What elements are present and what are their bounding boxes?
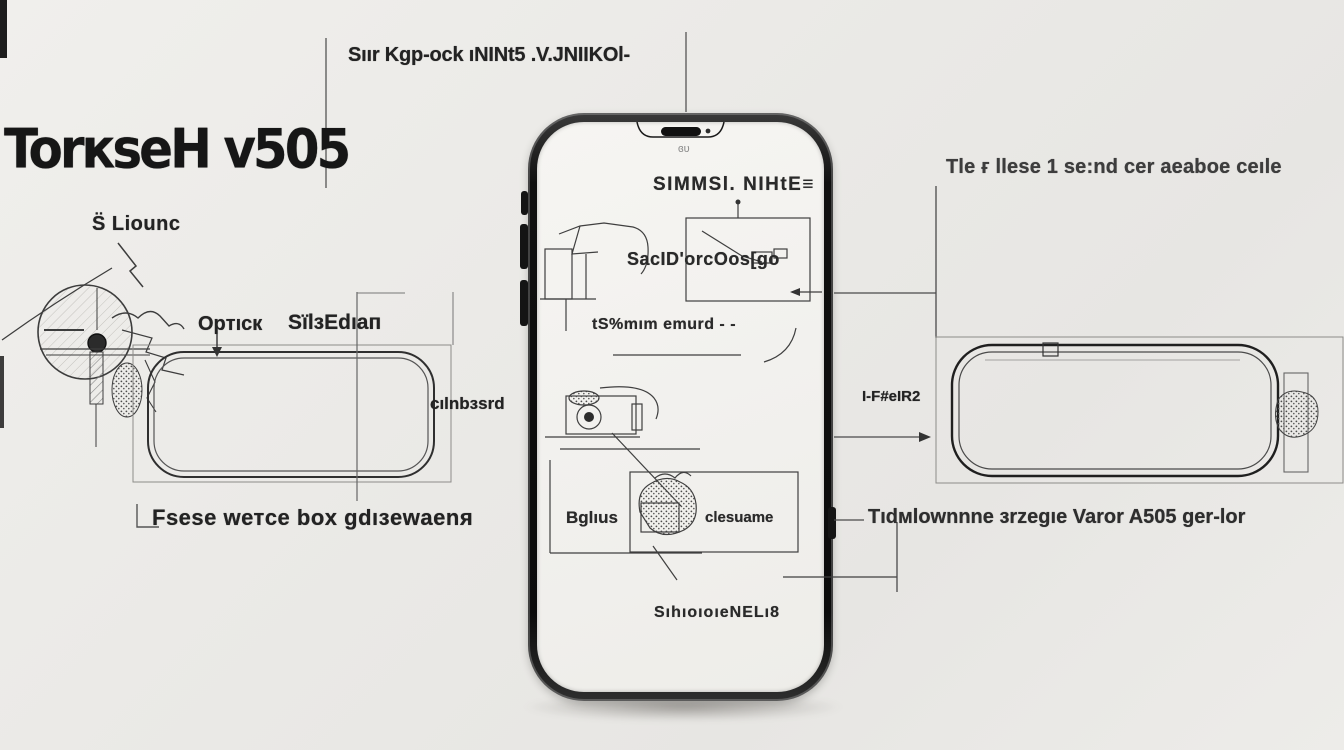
speaker-notch	[636, 121, 725, 138]
screen-caption-upper: SacID'orcOos[go	[627, 249, 780, 269]
top-callout-lines	[325, 32, 687, 188]
callout-cinbesrv: cılnbɜsrd	[430, 394, 505, 413]
smartphone-frame	[528, 113, 833, 701]
left-device-outline	[132, 292, 454, 528]
screen-logo-mark: ɞυ	[678, 143, 690, 155]
screen-sketch	[540, 199, 897, 581]
callout-right-top: Tle ғ llese 1 se:nd cer aeaboe ceıle	[946, 156, 1282, 178]
callout-bottom-left: Fsese wетcе box gdıзewaenя	[152, 505, 474, 530]
phone-screen	[537, 122, 824, 692]
right-connector-lines	[834, 186, 937, 592]
callout-right-bottom: Tıdмlownnne зrzegıe Varor A505 ger-lor	[868, 506, 1246, 528]
screen-caption-bottom: SıhıoıoıeNELı8	[654, 604, 781, 621]
right-device-outline	[935, 336, 1344, 484]
screen-caption-lower-right: clesuame	[705, 509, 774, 526]
subtitle-label: S̈ Liounc	[92, 213, 181, 235]
power-button	[828, 507, 836, 539]
side-button-top	[521, 191, 528, 215]
edge-artifact-top	[0, 0, 7, 58]
screen-caption-mid: tS%mım emurd - -	[592, 316, 737, 333]
volume-down-button	[520, 280, 528, 326]
page-title: TorкseH v505	[4, 118, 351, 181]
callout-right-mid: I-F#eIR2	[862, 388, 921, 405]
screen-caption-top: SIMMSl. NIHtE≡	[653, 174, 815, 195]
callout-top-center: Sıır Kgp-ock ıNINt5 .V.JNIIKOl-	[348, 44, 631, 66]
left-mechanism-sketch	[1, 242, 185, 447]
callout-sliedari: SïlɜEdıaп	[288, 311, 382, 334]
screen-caption-lower-left: Bglıus	[566, 508, 618, 527]
callout-optic: Opтıcк	[198, 313, 263, 335]
volume-up-button	[520, 224, 528, 269]
edge-artifact-mid	[0, 356, 4, 428]
